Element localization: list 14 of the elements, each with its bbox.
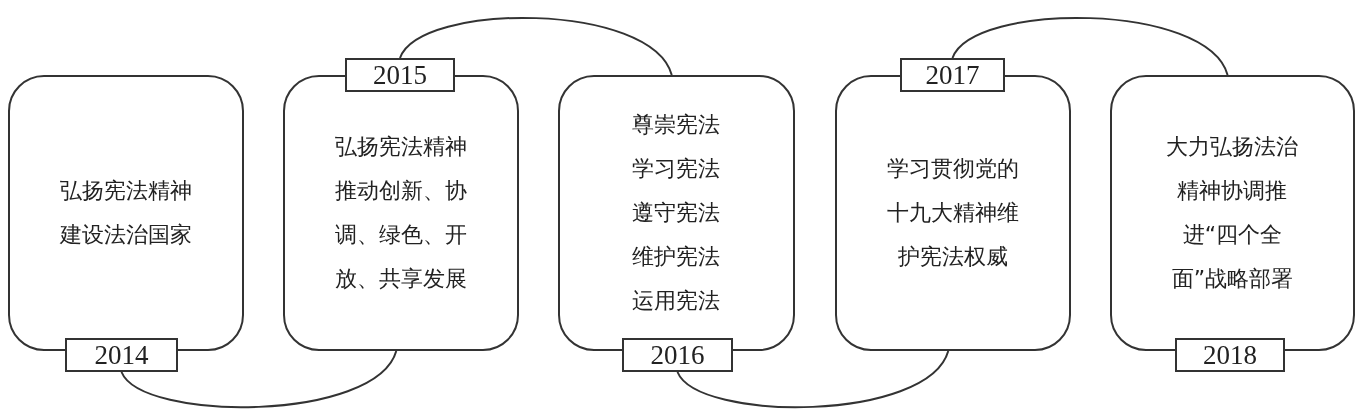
year-tab: 2017 (900, 58, 1005, 92)
connector-curve (120, 350, 398, 408)
year-tab: 2014 (65, 338, 178, 372)
box-text: 大力弘扬法治精神协调推进“四个全面”战略部署 (1165, 133, 1300, 293)
box-text: 弘扬宪法精神推动创新、协调、绿色、开放、共享发展 (334, 133, 468, 293)
box-text: 尊崇宪法学习宪法遵守宪法维护宪法运用宪法 (631, 111, 722, 315)
box-text: 弘扬宪法精神建设法治国家 (59, 177, 193, 249)
connector-curve (951, 17, 1229, 76)
connector-curve (399, 17, 673, 76)
year-tab: 2018 (1175, 338, 1285, 372)
year-tab: 2016 (622, 338, 733, 372)
box-text: 学习贯彻党的十九大精神维护宪法权威 (886, 155, 1020, 271)
connector-curve (676, 350, 950, 408)
year-tab: 2015 (345, 58, 455, 92)
